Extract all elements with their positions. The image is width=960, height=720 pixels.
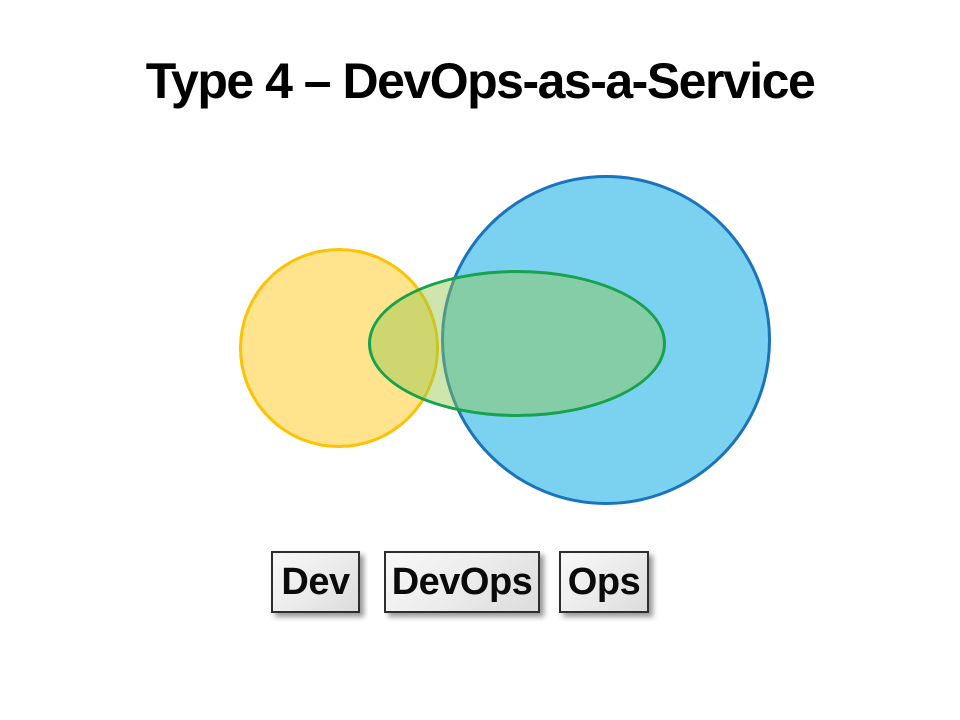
slide-title: Type 4 – DevOps-as-a-Service [145,53,816,109]
ops-label-box: Ops [559,551,649,613]
dev-label-box: Dev [271,551,360,613]
devops-ellipse [368,270,666,417]
devops-label-box: DevOps [384,551,540,613]
